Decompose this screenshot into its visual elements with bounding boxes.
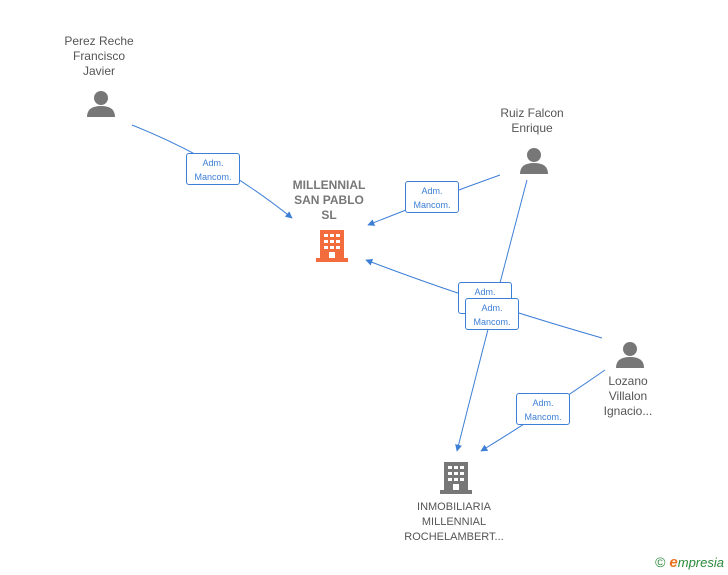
node-label-millennial[interactable]: MILLENNIAL SAN PABLO SL xyxy=(292,178,366,222)
node-label-lozano[interactable]: Lozano Villalon Ignacio... xyxy=(603,374,653,418)
edge-label-ruiz-millennial[interactable]: Adm. Mancom. xyxy=(405,181,459,213)
node-label-inmobiliaria[interactable]: INMOBILIARIA MILLENNIAL ROCHELAMBERT... xyxy=(404,501,504,543)
person-icon[interactable] xyxy=(520,148,548,174)
person-icon[interactable] xyxy=(87,91,115,117)
person-icon[interactable] xyxy=(616,342,644,368)
building-icon[interactable] xyxy=(440,462,472,494)
node-label-perez[interactable]: Perez Reche Francisco Javier xyxy=(64,34,134,78)
edge-label-perez-millennial[interactable]: Adm. Mancom. xyxy=(186,153,240,185)
building-icon[interactable] xyxy=(316,230,348,262)
brand-logo: ©empresia xyxy=(655,554,724,571)
copyright-symbol: © xyxy=(655,554,666,570)
brand-e: e xyxy=(669,554,678,571)
brand-name: mpresia xyxy=(677,555,724,570)
node-label-ruiz[interactable]: Ruiz Falcon Enrique xyxy=(500,106,564,135)
edge-label-ruiz-inmobiliaria[interactable]: Adm. Mancom. xyxy=(465,298,519,330)
edge-label-lozano-inmobiliaria[interactable]: Adm. Mancom. xyxy=(516,393,570,425)
